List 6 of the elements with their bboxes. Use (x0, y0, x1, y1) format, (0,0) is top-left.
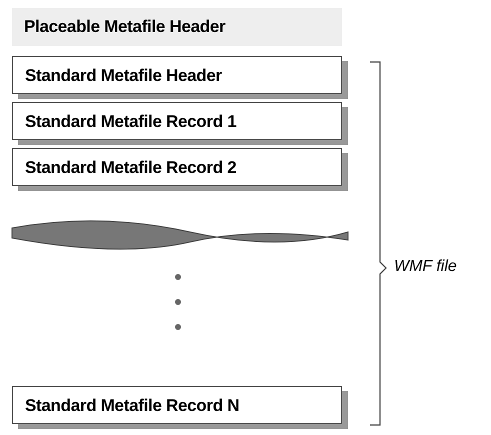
box-label: Standard Metafile Header (25, 66, 222, 86)
box-label: Standard Metafile Record N (25, 396, 240, 416)
box-label: Standard Metafile Record 2 (25, 158, 236, 178)
bracket-label: WMF file (394, 258, 457, 276)
box-label: Placeable Metafile Header (24, 17, 226, 37)
box-label: Standard Metafile Record 1 (25, 112, 236, 132)
